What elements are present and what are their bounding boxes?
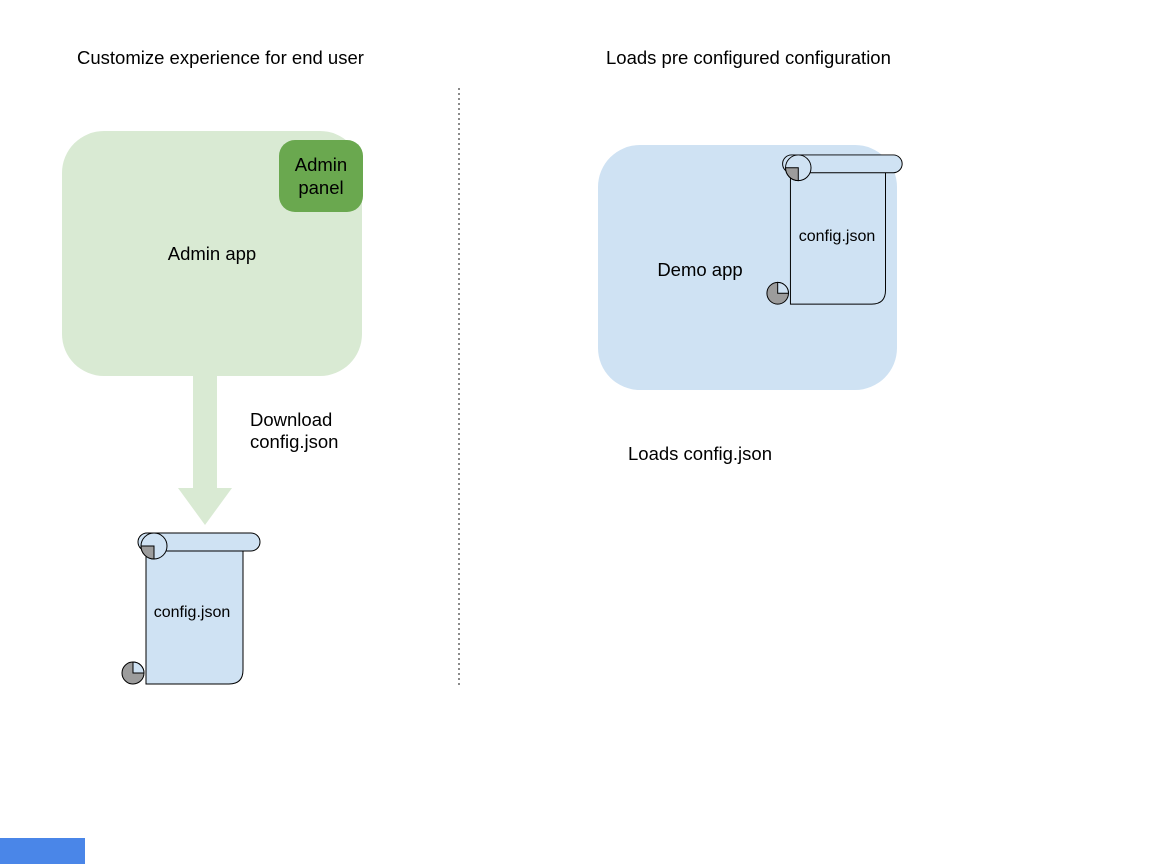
- config-file-scroll-icon: [121, 532, 261, 685]
- partial-blue-shape: [0, 838, 85, 864]
- admin-panel-label: Admin panel: [294, 154, 348, 198]
- download-note-line2: config.json: [250, 431, 339, 452]
- admin-app-label: Admin app: [167, 242, 257, 264]
- demo-app-label: Demo app: [657, 259, 743, 280]
- right-section-heading: Loads pre configured configuration: [606, 47, 891, 68]
- config-file-label: config.json: [153, 604, 231, 621]
- download-note: Download config.json: [250, 409, 338, 453]
- section-divider-dotted-line: [458, 88, 460, 685]
- loads-config-caption: Loads config.json: [628, 443, 772, 464]
- admin-panel-shape: Admin panel: [279, 140, 363, 212]
- left-section-heading: Customize experience for end user: [77, 47, 364, 68]
- download-arrow-icon: [178, 372, 232, 525]
- download-note-line1: Download: [250, 409, 333, 430]
- config-file-scroll-icon: [766, 154, 903, 305]
- config-file-label: config.json: [798, 228, 876, 245]
